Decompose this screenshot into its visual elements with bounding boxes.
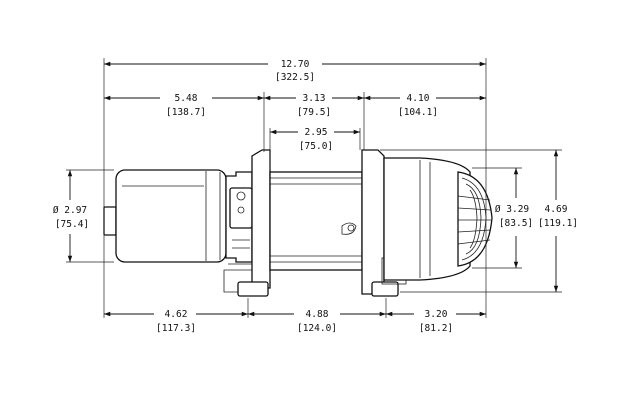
drum-length-mm: [75.0] [299,141,333,152]
dimension-lines [67,61,559,317]
dimension-labels: 12.70 [322.5] 5.48 [138.7] 3.13 [79.5] 4… [53,59,578,334]
extension-lines [66,58,562,318]
gearbox-housing [383,157,471,281]
gearbox-width-in: 4.10 [407,93,430,104]
overall-height-in: 4.69 [545,204,568,215]
frame-width-in: 3.13 [303,93,326,104]
gearbox-diameter-mm: [83.5] [499,218,533,229]
bottom-right-in: 3.20 [425,309,448,320]
frame-width-mm: [79.5] [297,107,331,118]
overall-length-in: 12.70 [281,59,310,70]
motor-housing [115,169,227,263]
bottom-left-in: 4.62 [165,309,188,320]
bottom-right-mm: [81.2] [419,323,453,334]
motor-diameter-in: Ø 2.97 [53,205,87,216]
motor-end-cap [103,206,117,236]
right-end-plate [361,149,385,295]
overall-length-mm: [322.5] [275,72,315,83]
gearbox-cap [457,171,493,267]
motor-to-frame-in: 5.48 [175,93,198,104]
motor-diameter-mm: [75.4] [55,219,89,230]
gearbox-diameter-in: Ø 3.29 [495,204,530,215]
gearbox-width-mm: [104.1] [398,107,438,118]
motor-to-frame-mm: [138.7] [166,107,206,118]
solenoid-block [229,187,253,229]
overall-height-mm: [119.1] [538,218,578,229]
bottom-mid-in: 4.88 [306,309,329,320]
winch-assembly [103,149,493,297]
drum-length-in: 2.95 [305,127,328,138]
left-end-plate [251,149,271,289]
bottom-mid-mm: [124.0] [297,323,337,334]
cable-drum [269,171,363,271]
bottom-left-mm: [117.3] [156,323,196,334]
